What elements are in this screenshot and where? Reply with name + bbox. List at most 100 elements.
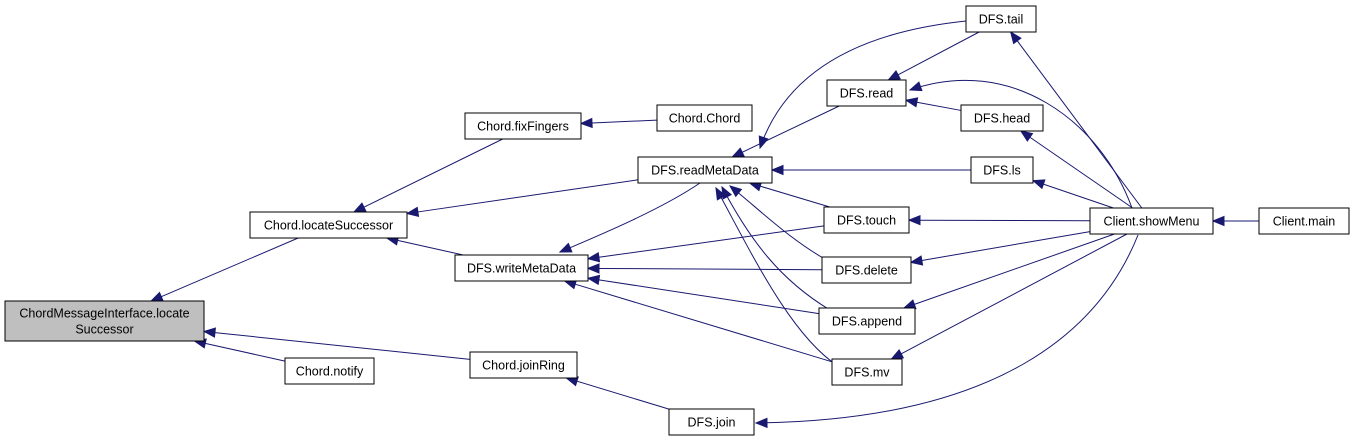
edge-append-to-writeMetaData: [586, 274, 820, 315]
node-label: Client.showMenu: [1104, 215, 1200, 229]
node-box: [818, 307, 916, 335]
arrowhead: [887, 69, 901, 81]
node-box: [965, 5, 1037, 33]
node-join[interactable]: DFS.join: [668, 408, 755, 436]
arrowhead: [202, 327, 216, 338]
node-label: DFS.head: [974, 112, 1030, 126]
edge-layer: [149, 20, 1259, 429]
arrowhead: [149, 291, 164, 302]
node-touch[interactable]: DFS.touch: [823, 206, 910, 234]
node-label: DFS.delete: [835, 264, 898, 278]
edge-delete-to-writeMetaData: [586, 263, 823, 274]
node-box: [970, 156, 1034, 184]
node-box: [821, 256, 912, 284]
node-label: ChordMessageInterface.locate: [19, 307, 189, 321]
arrowhead: [908, 81, 923, 92]
edge-line: [909, 79, 1133, 209]
edge-line: [919, 219, 1091, 222]
edge-showMenu-to-mv: [890, 233, 1128, 360]
arrowhead: [754, 417, 768, 429]
node-box: [637, 156, 773, 184]
node-chordChord[interactable]: Chord.Chord: [656, 104, 753, 132]
arrowhead: [1009, 30, 1022, 45]
node-label: Chord.joinRing: [482, 359, 565, 373]
node-label: DFS.ls: [983, 164, 1021, 178]
arrowhead: [1031, 179, 1046, 190]
node-label: DFS.mv: [844, 366, 890, 380]
arrowhead: [1211, 215, 1225, 227]
node-showMenu[interactable]: Client.showMenu: [1089, 207, 1214, 235]
edge-line: [715, 187, 839, 367]
arrowhead: [586, 274, 601, 286]
edge-line: [575, 283, 833, 363]
node-tail[interactable]: DFS.tail: [965, 5, 1037, 33]
node-box: [469, 351, 578, 379]
edge-line: [759, 20, 967, 149]
edge-showMenu-to-tail: [1009, 30, 1143, 209]
edge-readMetaData-to-locateSuccessor: [405, 179, 639, 218]
node-notify[interactable]: Chord.notify: [284, 357, 375, 385]
node-label: DFS.tail: [979, 13, 1023, 27]
edge-showMenu-to-join: [754, 234, 1139, 429]
edge-join-to-joinRing: [565, 376, 670, 410]
edge-joinRing-to-root: [202, 327, 471, 360]
arrowhead: [586, 263, 600, 274]
arrowhead: [909, 255, 924, 266]
arrowhead: [579, 117, 593, 129]
node-box: [284, 357, 375, 385]
edge-line: [1016, 40, 1143, 209]
edge-mv-to-writeMetaData: [563, 279, 833, 363]
edge-ls-to-readMetaData: [770, 164, 971, 176]
edge-line: [900, 233, 1128, 355]
edge-append-to-readMetaData: [721, 185, 831, 311]
node-mv[interactable]: DFS.mv: [831, 358, 903, 386]
node-delete[interactable]: DFS.delete: [821, 256, 912, 284]
node-root[interactable]: ChordMessageInterface.locateSuccessor: [4, 300, 205, 342]
edge-line: [914, 233, 1115, 305]
node-writeMetaData[interactable]: DFS.writeMetaData: [454, 254, 589, 282]
node-ls[interactable]: DFS.ls: [970, 156, 1034, 184]
edge-chordChord-to-fixFingers: [579, 117, 658, 129]
node-append[interactable]: DFS.append: [818, 307, 916, 335]
edge-showMenu-to-ls: [1031, 179, 1114, 209]
arrowhead: [904, 97, 919, 108]
arrowhead: [770, 164, 784, 176]
node-box: [823, 206, 910, 234]
edge-line: [576, 380, 670, 410]
edge-readMetaData-to-writeMetaData: [558, 182, 701, 253]
node-read[interactable]: DFS.read: [826, 79, 907, 107]
edge-line: [755, 234, 1139, 424]
edge-showMenu-to-delete: [909, 231, 1091, 266]
node-layer: ChordMessageInterface.locateSuccessorCho…: [4, 5, 1350, 436]
edge-line: [760, 185, 830, 208]
edge-fixFingers-to-locateSuccessor: [352, 138, 503, 213]
arrowhead: [558, 242, 573, 253]
node-box: [826, 79, 907, 107]
node-readMetaData[interactable]: DFS.readMetaData: [637, 156, 773, 184]
node-box: [464, 112, 582, 140]
edge-line: [598, 225, 825, 258]
edge-line: [161, 237, 299, 298]
edge-touch-to-readMetaData: [748, 181, 830, 208]
edge-notify-to-root: [193, 338, 286, 362]
node-joinRing[interactable]: Chord.joinRing: [469, 351, 578, 379]
node-box: [454, 254, 589, 282]
node-box: [4, 300, 205, 342]
edge-line: [729, 185, 831, 263]
edge-showMenu-to-head: [1019, 130, 1133, 209]
arrowhead: [586, 251, 601, 263]
edge-touch-to-writeMetaData: [586, 225, 825, 263]
arrowhead: [1019, 130, 1034, 142]
node-label: Chord.notify: [296, 365, 364, 379]
arrowhead: [731, 147, 745, 158]
node-head[interactable]: DFS.head: [960, 104, 1044, 132]
arrowhead: [728, 185, 743, 198]
node-main[interactable]: Client.main: [1258, 207, 1350, 235]
node-box: [831, 358, 903, 386]
edge-line: [591, 119, 658, 124]
node-fixFingers[interactable]: Chord.fixFingers: [464, 112, 582, 140]
arrowhead: [352, 202, 367, 213]
edge-main-to-showMenu: [1211, 215, 1259, 227]
node-locateSuccessor[interactable]: Chord.locateSuccessor: [249, 211, 408, 239]
